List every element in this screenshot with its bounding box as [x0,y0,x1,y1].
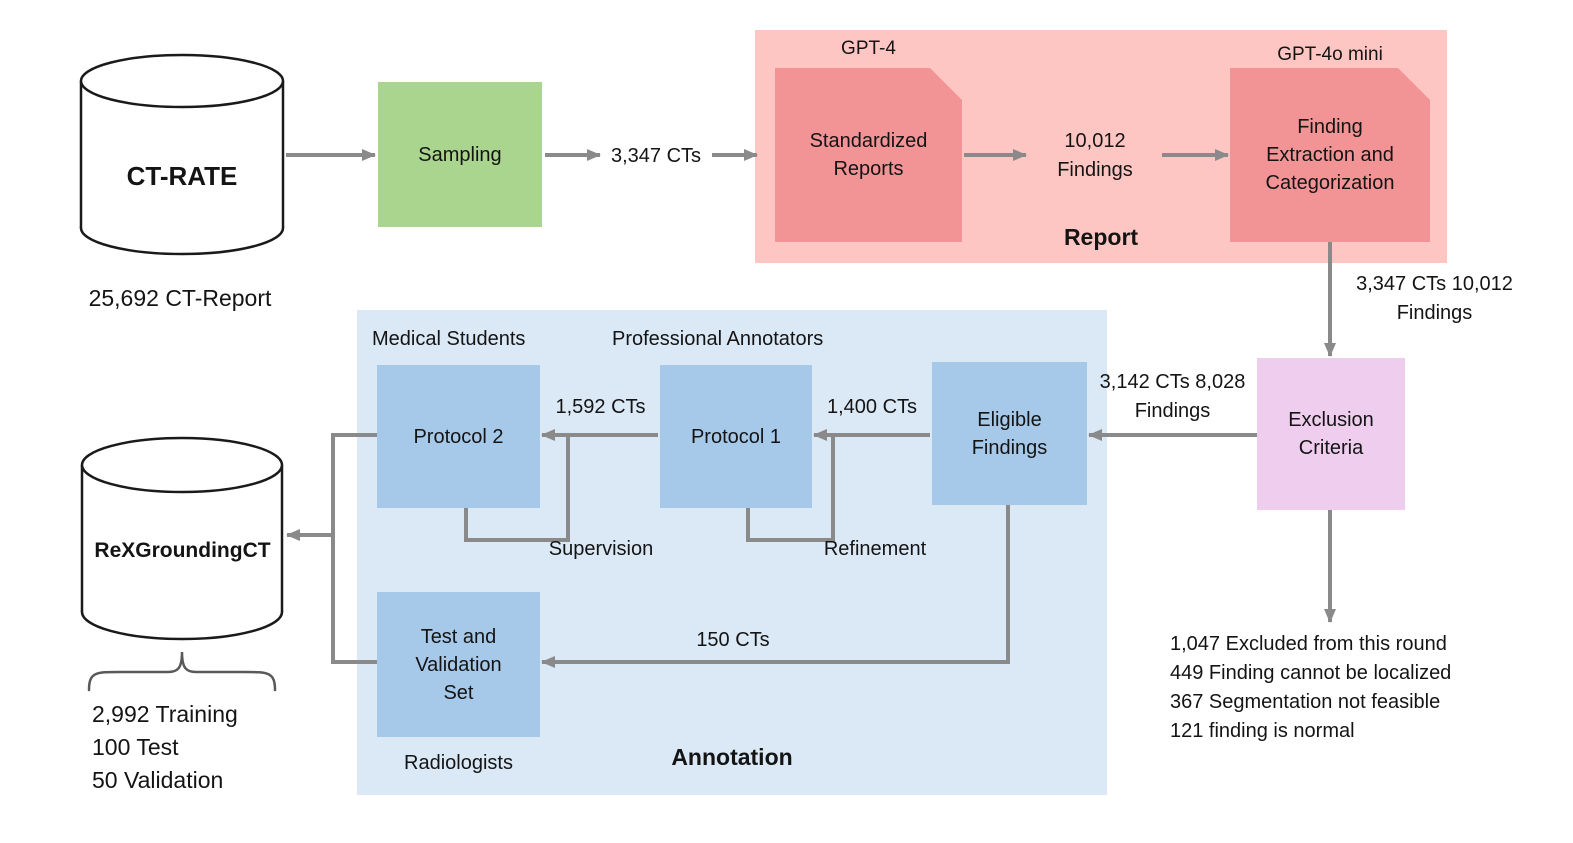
test-validation-set-box: Test and Validation Set [377,592,540,737]
standardized-reports-doc: Standardized Reports [775,68,962,242]
supervision-loop [464,437,570,542]
arrow-eligible-to-testset [541,505,1010,668]
supervision-label: Supervision [548,538,654,560]
split-validation: 50 Validation [92,767,224,793]
sampled-cts-count: 3,347 CTs [610,145,702,167]
connector-to-output [331,433,377,664]
eligible-findings-box: Eligible Findings [932,362,1087,505]
professional-annotators-label: Professional Annotators [612,328,824,350]
split-test: 100 Test [92,734,179,760]
protocol-2-label: Protocol 2 [413,425,504,448]
medical-students-label: Medical Students [372,328,526,350]
ct-rate-caption: 25,692 CT-Report [88,285,272,311]
exclusion-item: 449 Finding cannot be localized [1170,662,1452,684]
output-brace [87,651,277,692]
exclusion-criteria-label: Exclusion Criteria [1288,409,1374,459]
refinement-label: Refinement [823,538,927,560]
standardized-reports-label: Standardized Reports [809,130,928,180]
sampling-label: Sampling [418,143,502,166]
annotation-region-title: Annotation [671,744,793,770]
report-region-title: Report [1063,224,1139,250]
refinement-loop [746,437,835,542]
ct-rate-title: CT-RATE [126,161,238,191]
exclusion-item: 121 finding is normal [1170,720,1355,742]
radiologists-label: Radiologists [404,752,513,774]
gpt4o-mini-model-label: GPT-4o mini [1277,44,1383,65]
split-counts: 2,992 Training 100 Test 50 Validation [92,698,238,797]
rexgroundingct-title: ReXGroundingCT [94,539,271,562]
to-eligible-count: 3,142 CTs 8,028 Findings [1099,371,1246,422]
finding-extraction-doc: Finding Extraction and Categorization [1230,68,1430,242]
protocol-1-label: Protocol 1 [690,425,782,448]
finding-extraction-label: Finding Extraction and Categorization [1265,116,1395,194]
rexgroundingct-cylinder [80,436,284,641]
gpt4-model-label: GPT-4 [841,38,896,59]
exclusion-list: 1,047 Excluded from this round 449 Findi… [1170,630,1451,746]
exclusion-criteria-box: Exclusion Criteria [1257,358,1405,510]
test-validation-set-label: Test and Validation Set [415,625,502,704]
cts-1400-count: 1,400 CTs [826,396,918,418]
findings-count: 10,012 Findings [1057,130,1133,181]
sampling-box: Sampling [378,82,542,227]
split-training: 2,992 Training [92,701,238,727]
eligible-findings-label: Eligible Findings [971,408,1048,459]
exclusion-item: 1,047 Excluded from this round [1170,633,1447,655]
to-exclusion-count: 3,347 CTs 10,012 Findings [1356,273,1513,324]
exclusion-item: 367 Segmentation not feasible [1170,691,1441,713]
cts-1592-count: 1,592 CTs [555,396,646,418]
protocol-2-box: Protocol 2 [377,365,540,508]
protocol-1-box: Protocol 1 [660,365,812,508]
ct-rate-cylinder [79,53,285,256]
cts-150-count: 150 CTs [696,629,770,651]
